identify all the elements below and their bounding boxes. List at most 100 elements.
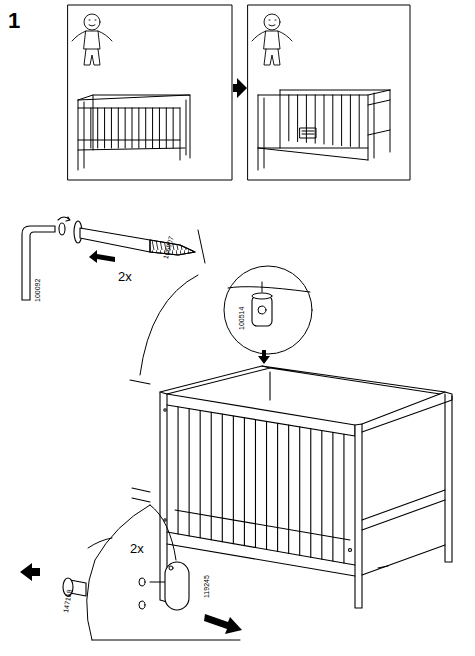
before-panel	[84, 14, 100, 30]
before-panel	[68, 5, 232, 180]
bolt	[74, 221, 195, 263]
crib	[332, 432, 333, 561]
arrow	[233, 78, 247, 98]
after-panel	[315, 95, 316, 143]
crib	[178, 407, 344, 563]
crib	[266, 421, 267, 549]
before-panel	[152, 108, 153, 148]
crib	[277, 423, 278, 551]
before-panel	[145, 108, 146, 148]
quantity-label: 2x	[118, 270, 132, 283]
before-panel	[72, 14, 112, 65]
crib	[167, 532, 355, 576]
crib	[355, 424, 362, 608]
step-number: 1	[8, 10, 20, 32]
barrel-nut-callout	[252, 293, 272, 299]
after-panel	[289, 95, 359, 147]
crib	[269, 372, 270, 400]
after-panel	[302, 131, 314, 134]
barrel-nut-callout	[140, 275, 198, 375]
after-panel	[297, 95, 298, 142]
crib	[211, 412, 212, 539]
crib	[233, 416, 234, 544]
before-panel	[125, 108, 126, 148]
cap-callout	[139, 578, 145, 586]
crib	[378, 566, 388, 568]
after-panel	[332, 95, 333, 145]
cap-callout	[87, 505, 150, 640]
before-panel	[90, 108, 91, 148]
cap-callout	[139, 601, 145, 609]
before-panel	[104, 108, 105, 148]
after-panel	[300, 128, 316, 138]
before-panel	[173, 108, 174, 148]
arrow	[233, 78, 247, 98]
allen-key	[22, 217, 70, 300]
before-panel	[89, 20, 96, 26]
bolt	[80, 228, 150, 252]
quantity-label: 2x	[130, 542, 144, 555]
crib	[362, 490, 445, 530]
barrel-nut-callout	[252, 296, 272, 326]
crib	[362, 392, 452, 432]
before-panel	[68, 5, 232, 180]
allen-key	[59, 223, 65, 235]
crib	[222, 414, 223, 542]
cap-callout	[20, 563, 40, 581]
before-panel	[72, 31, 112, 65]
crib	[167, 394, 355, 436]
cap-callout	[169, 566, 173, 570]
before-panel	[111, 108, 112, 148]
crib	[189, 409, 190, 536]
after-panel	[264, 14, 280, 30]
cap-callout	[150, 505, 176, 560]
before-panel	[132, 108, 133, 148]
crib	[310, 429, 311, 558]
after-panel	[248, 5, 410, 180]
after-panel	[341, 95, 342, 146]
cap-callout	[204, 614, 242, 634]
barrel-nut-callout	[140, 230, 312, 375]
before-panel	[97, 108, 98, 148]
before-panel	[159, 108, 160, 148]
barrel-nut-callout	[224, 266, 312, 354]
after-panel	[248, 5, 410, 180]
after-panel	[288, 95, 289, 141]
crib	[244, 418, 245, 546]
cap-callout	[150, 582, 165, 583]
after-panel	[324, 95, 325, 144]
after-panel	[252, 31, 292, 65]
part-number: 100514	[238, 307, 245, 330]
crib	[160, 366, 270, 394]
crib	[362, 545, 445, 575]
after-panel	[252, 14, 292, 65]
barrel-nut-callout	[228, 287, 310, 292]
after-panel	[359, 95, 360, 147]
crib	[255, 420, 256, 548]
barrel-nut-callout	[198, 230, 205, 263]
crib	[164, 409, 166, 411]
after-panel	[306, 95, 307, 142]
barrel-nut-callout	[258, 350, 270, 364]
crib	[299, 427, 300, 555]
crib	[178, 407, 179, 534]
before-panel	[91, 108, 173, 148]
bolt	[89, 250, 115, 263]
after-panel	[350, 95, 351, 146]
barrel-nut-callout	[262, 282, 263, 292]
crib	[445, 394, 452, 562]
crib	[321, 431, 322, 560]
part-number: 119245	[203, 575, 210, 598]
after-panel	[269, 20, 276, 26]
crib	[349, 549, 352, 552]
part-number: 100092	[34, 279, 41, 302]
cap-callout	[165, 562, 189, 610]
before-panel	[118, 108, 119, 148]
cap-callout	[20, 505, 242, 640]
barrel-nut-callout	[258, 306, 266, 314]
crib	[343, 434, 344, 563]
before-panel	[78, 95, 190, 170]
crib	[175, 510, 350, 540]
crib	[262, 366, 445, 394]
